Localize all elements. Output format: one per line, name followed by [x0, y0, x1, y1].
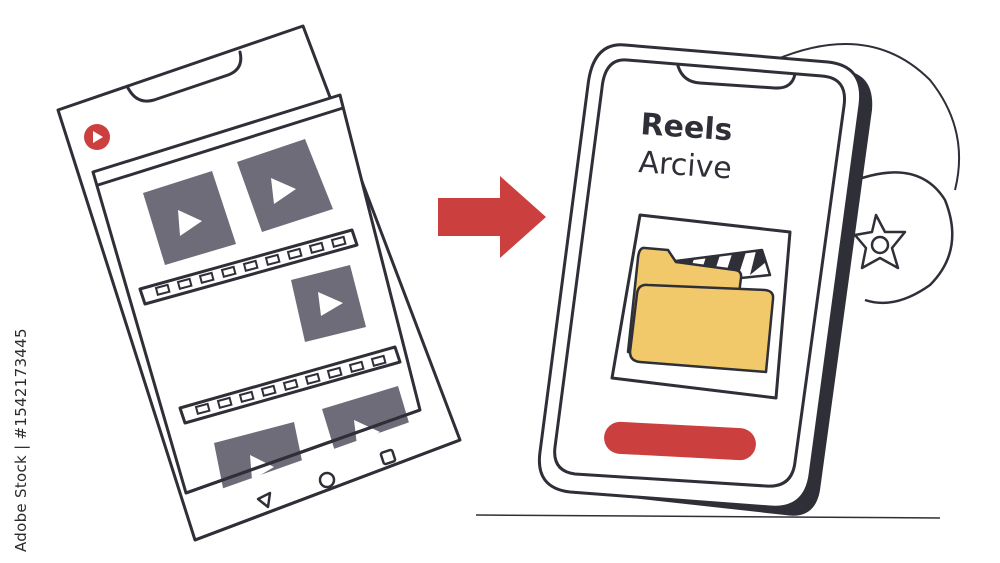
- right-arrow-icon: [438, 176, 546, 258]
- side-watermark: Adobe Stock | #1542173445: [12, 328, 30, 552]
- record-icon: [84, 124, 110, 150]
- gallery-screen-top-rule: [97, 106, 344, 187]
- archive-title: Reels: [639, 107, 733, 148]
- film-reel: [774, 43, 961, 305]
- film-reel-disc: [861, 171, 954, 305]
- back-triangle-icon[interactable]: [256, 491, 272, 509]
- archive-action-button[interactable]: [603, 421, 756, 461]
- video-thumb-3[interactable]: [291, 265, 366, 342]
- gallery-phone-notch: [126, 50, 243, 103]
- folder-icon: [626, 246, 775, 374]
- play-icon: [271, 178, 296, 204]
- play-icon: [318, 292, 343, 316]
- archive-subtitle: Arcive: [637, 145, 732, 186]
- video-thumb-1[interactable]: [143, 171, 236, 265]
- gallery-phone: [56, 24, 462, 542]
- archive-phone: Reels Arcive: [537, 43, 873, 516]
- film-strip-upper: [138, 228, 359, 306]
- ground-line: [475, 514, 941, 519]
- home-circle-icon[interactable]: [318, 471, 336, 489]
- play-icon: [354, 420, 380, 445]
- archive-phone-notch: [676, 64, 797, 90]
- video-thumb-2[interactable]: [237, 139, 333, 232]
- film-strip-lower: [178, 345, 402, 425]
- play-icon: [178, 210, 202, 236]
- recent-square-icon[interactable]: [379, 448, 397, 466]
